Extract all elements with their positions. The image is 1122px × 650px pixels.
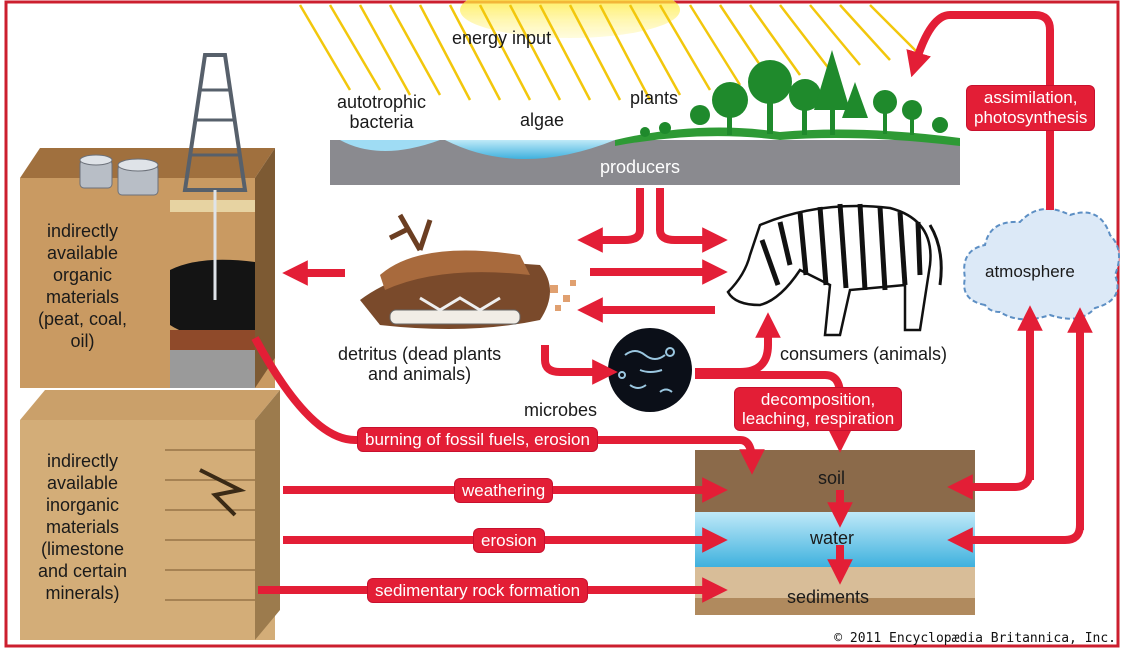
- consumers-label: consumers (animals): [780, 344, 947, 364]
- soil-label: soil: [818, 468, 845, 488]
- inorganic-materials-label: indirectly available inorganic materials…: [38, 450, 127, 604]
- microbes-illustration: [608, 328, 692, 412]
- erosion-process-label: erosion: [474, 529, 544, 552]
- detritus-illustration: [360, 215, 576, 329]
- zebra-illustration: [728, 204, 941, 335]
- plants-label: plants: [630, 88, 678, 108]
- sedimentary-process-label: sedimentary rock formation: [368, 579, 587, 602]
- detritus-label: detritus (dead plants and animals): [338, 344, 501, 384]
- microbes-label: microbes: [524, 400, 597, 420]
- autotrophic-bacteria-label: autotrophic bacteria: [337, 92, 426, 132]
- assimilation-process-label: assimilation, photosynthesis: [967, 86, 1094, 130]
- organic-materials-label: indirectly available organic materials (…: [38, 220, 127, 352]
- sediments-label: sediments: [787, 587, 869, 607]
- producers-label: producers: [600, 157, 680, 177]
- algae-label: algae: [520, 110, 564, 130]
- decomposition-process-label: decomposition, leaching, respiration: [735, 388, 901, 430]
- forest: [640, 50, 948, 137]
- energy-input-label: energy input: [452, 28, 551, 48]
- burning-process-label: burning of fossil fuels, erosion: [358, 428, 597, 451]
- water-label: water: [810, 528, 854, 548]
- weathering-process-label: weathering: [455, 479, 552, 502]
- atmosphere-label: atmosphere: [985, 262, 1075, 282]
- copyright-notice: © 2011 Encyclopædia Britannica, Inc.: [834, 631, 1116, 646]
